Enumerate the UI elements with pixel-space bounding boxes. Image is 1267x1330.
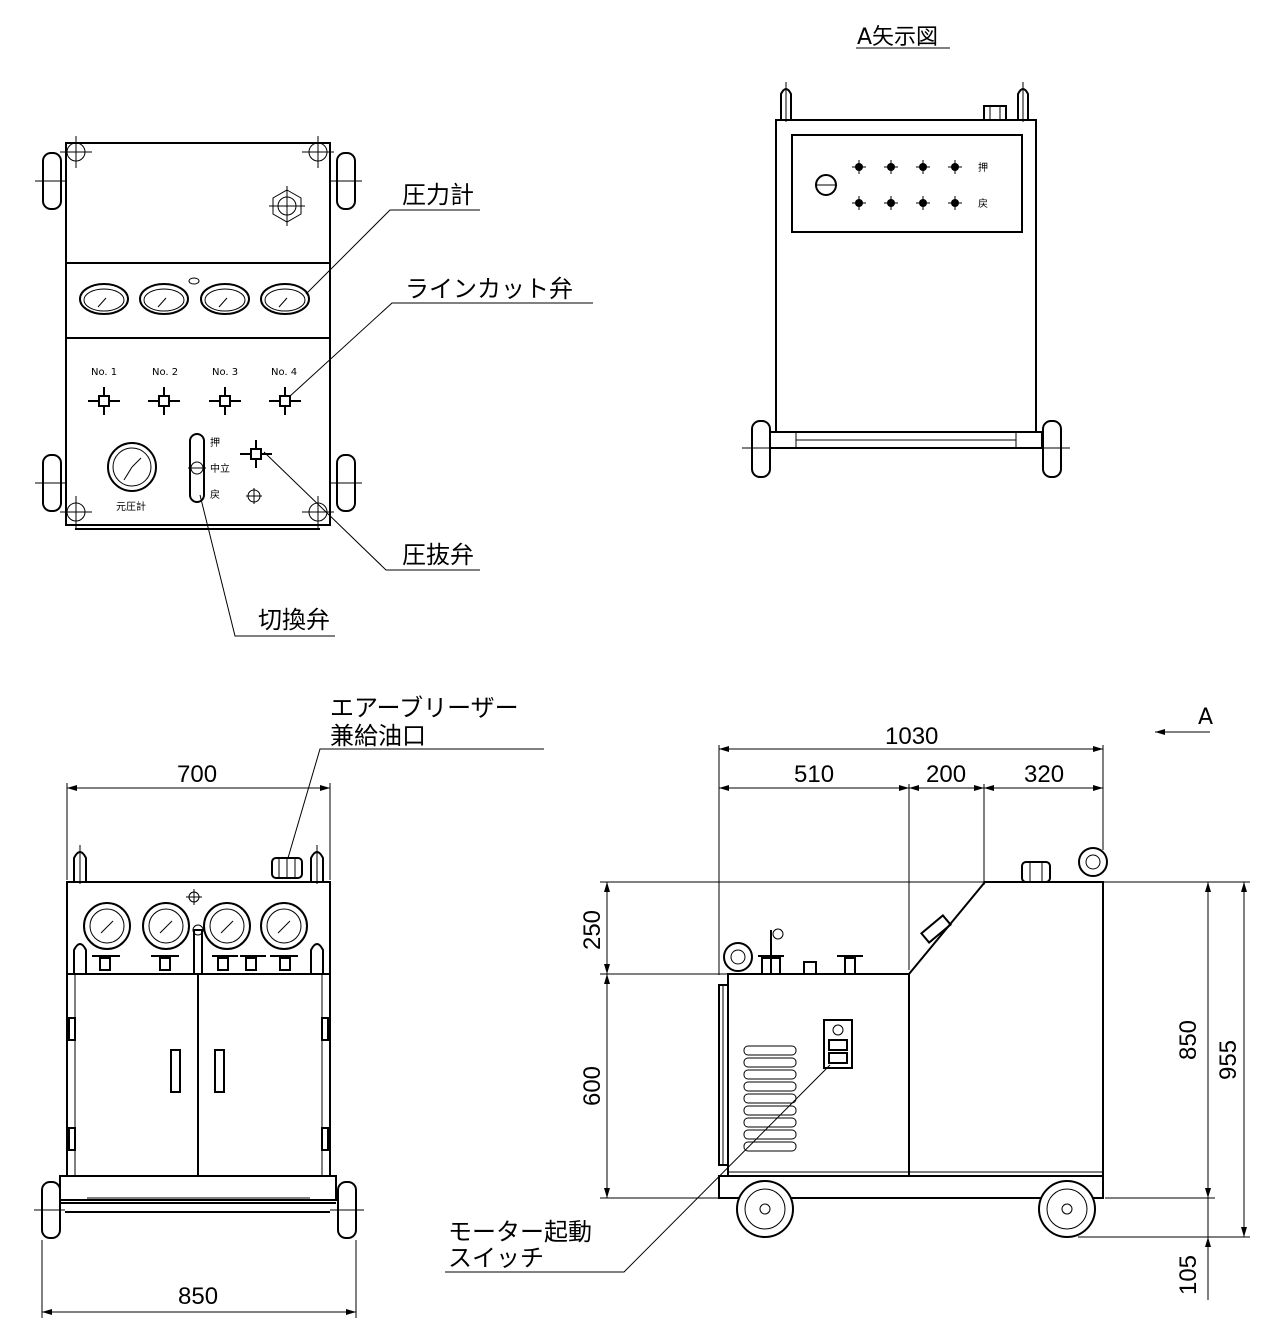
dim-600: 600	[579, 1066, 606, 1106]
dim-200: 200	[926, 761, 966, 788]
line-cut-valve-handles	[88, 387, 301, 415]
air-breather-label-2: 兼給油口	[330, 722, 426, 750]
top-wheels	[35, 152, 362, 512]
dim-955: 955	[1215, 1040, 1242, 1080]
push-label: 押	[210, 436, 220, 449]
dim-250: 250	[579, 910, 606, 950]
top-view: No. 1 No. 2 No. 3 No. 4 元圧計 押 中立 戻	[35, 136, 593, 637]
a-view-push-label: 押	[978, 161, 988, 174]
side-wheels	[736, 1180, 1096, 1238]
front-view: 700	[34, 694, 544, 1318]
motor-switch-label-1: モーター起動	[448, 1218, 592, 1246]
air-breather-label-1: エアーブリーザー	[330, 694, 519, 722]
dim-700: 700	[177, 761, 217, 788]
no2-label: No. 2	[152, 367, 178, 378]
dim-320: 320	[1024, 761, 1064, 788]
front-gauges	[83, 902, 308, 975]
dim-510: 510	[794, 761, 834, 788]
switching-valve-label: 切換弁	[258, 606, 330, 634]
no4-label: No. 4	[271, 367, 297, 378]
side-vents	[743, 1045, 797, 1152]
source-gauge-label: 元圧計	[116, 500, 146, 513]
relief-valve-label: 圧抜弁	[402, 541, 474, 569]
neutral-label: 中立	[210, 462, 230, 475]
motor-switch-box	[823, 1019, 853, 1069]
view-a-title: A矢示図	[857, 25, 938, 50]
no3-label: No. 3	[212, 367, 238, 378]
no1-label: No. 1	[91, 367, 117, 378]
a-view-return-label: 戻	[978, 197, 988, 210]
view-a-arrow-label: A	[1198, 705, 1213, 730]
pressure-gauge-label: 圧力計	[402, 181, 474, 209]
motor-switch-label-2: スイッチ	[448, 1244, 544, 1272]
line-cut-valve-label: ラインカット弁	[405, 275, 573, 303]
a-arrow-view: A矢示図 押 戻	[742, 25, 1070, 478]
side-view: A 1030 510 200 320 250 600 850 955 105	[445, 705, 1250, 1300]
dim-850-bottom: 850	[178, 1283, 218, 1310]
dim-105: 105	[1175, 1255, 1202, 1295]
front-valves	[92, 955, 298, 971]
top-view-leaders	[199, 209, 593, 637]
top-gauges	[79, 277, 310, 315]
side-breather-cap	[1021, 861, 1051, 883]
source-gauge-icon	[107, 442, 157, 492]
return-label: 戻	[210, 488, 220, 501]
a-view-buttons	[852, 160, 962, 210]
dim-850-side: 850	[1175, 1020, 1202, 1060]
dim-1030: 1030	[885, 723, 938, 750]
